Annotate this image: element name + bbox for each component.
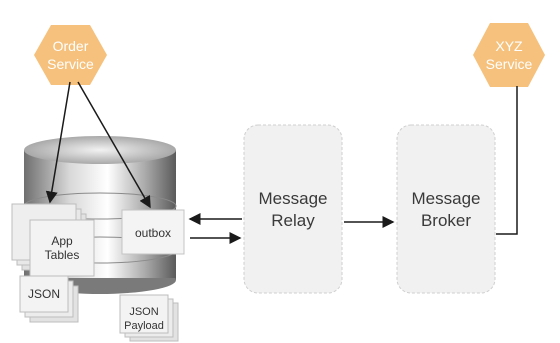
app-tables-label: App Tables <box>44 234 80 262</box>
json-label: JSON <box>27 287 60 301</box>
outbox-label: outbox <box>134 226 172 240</box>
json-documents <box>19 275 79 323</box>
xyz-service-hexagon <box>473 23 545 87</box>
broker-to-xyz-connector <box>496 86 518 235</box>
order-service-hexagon <box>34 25 107 85</box>
message-relay-label: Message Relay <box>258 189 328 230</box>
message-broker-label: Message Broker <box>411 189 481 230</box>
xyz-service-label: XYZ Service <box>485 38 533 72</box>
json-payload-label: JSON Payload <box>124 306 164 332</box>
order-to-app-tables-arrow <box>45 81 71 204</box>
order-service-label: Order Service <box>47 38 94 72</box>
outbox-table <box>121 209 185 255</box>
order-to-outbox-arrow <box>77 81 151 209</box>
app-tables-stack <box>11 203 95 277</box>
json-payload-documents <box>119 294 179 342</box>
message-broker-box <box>396 124 496 294</box>
message-relay-box <box>243 124 343 294</box>
